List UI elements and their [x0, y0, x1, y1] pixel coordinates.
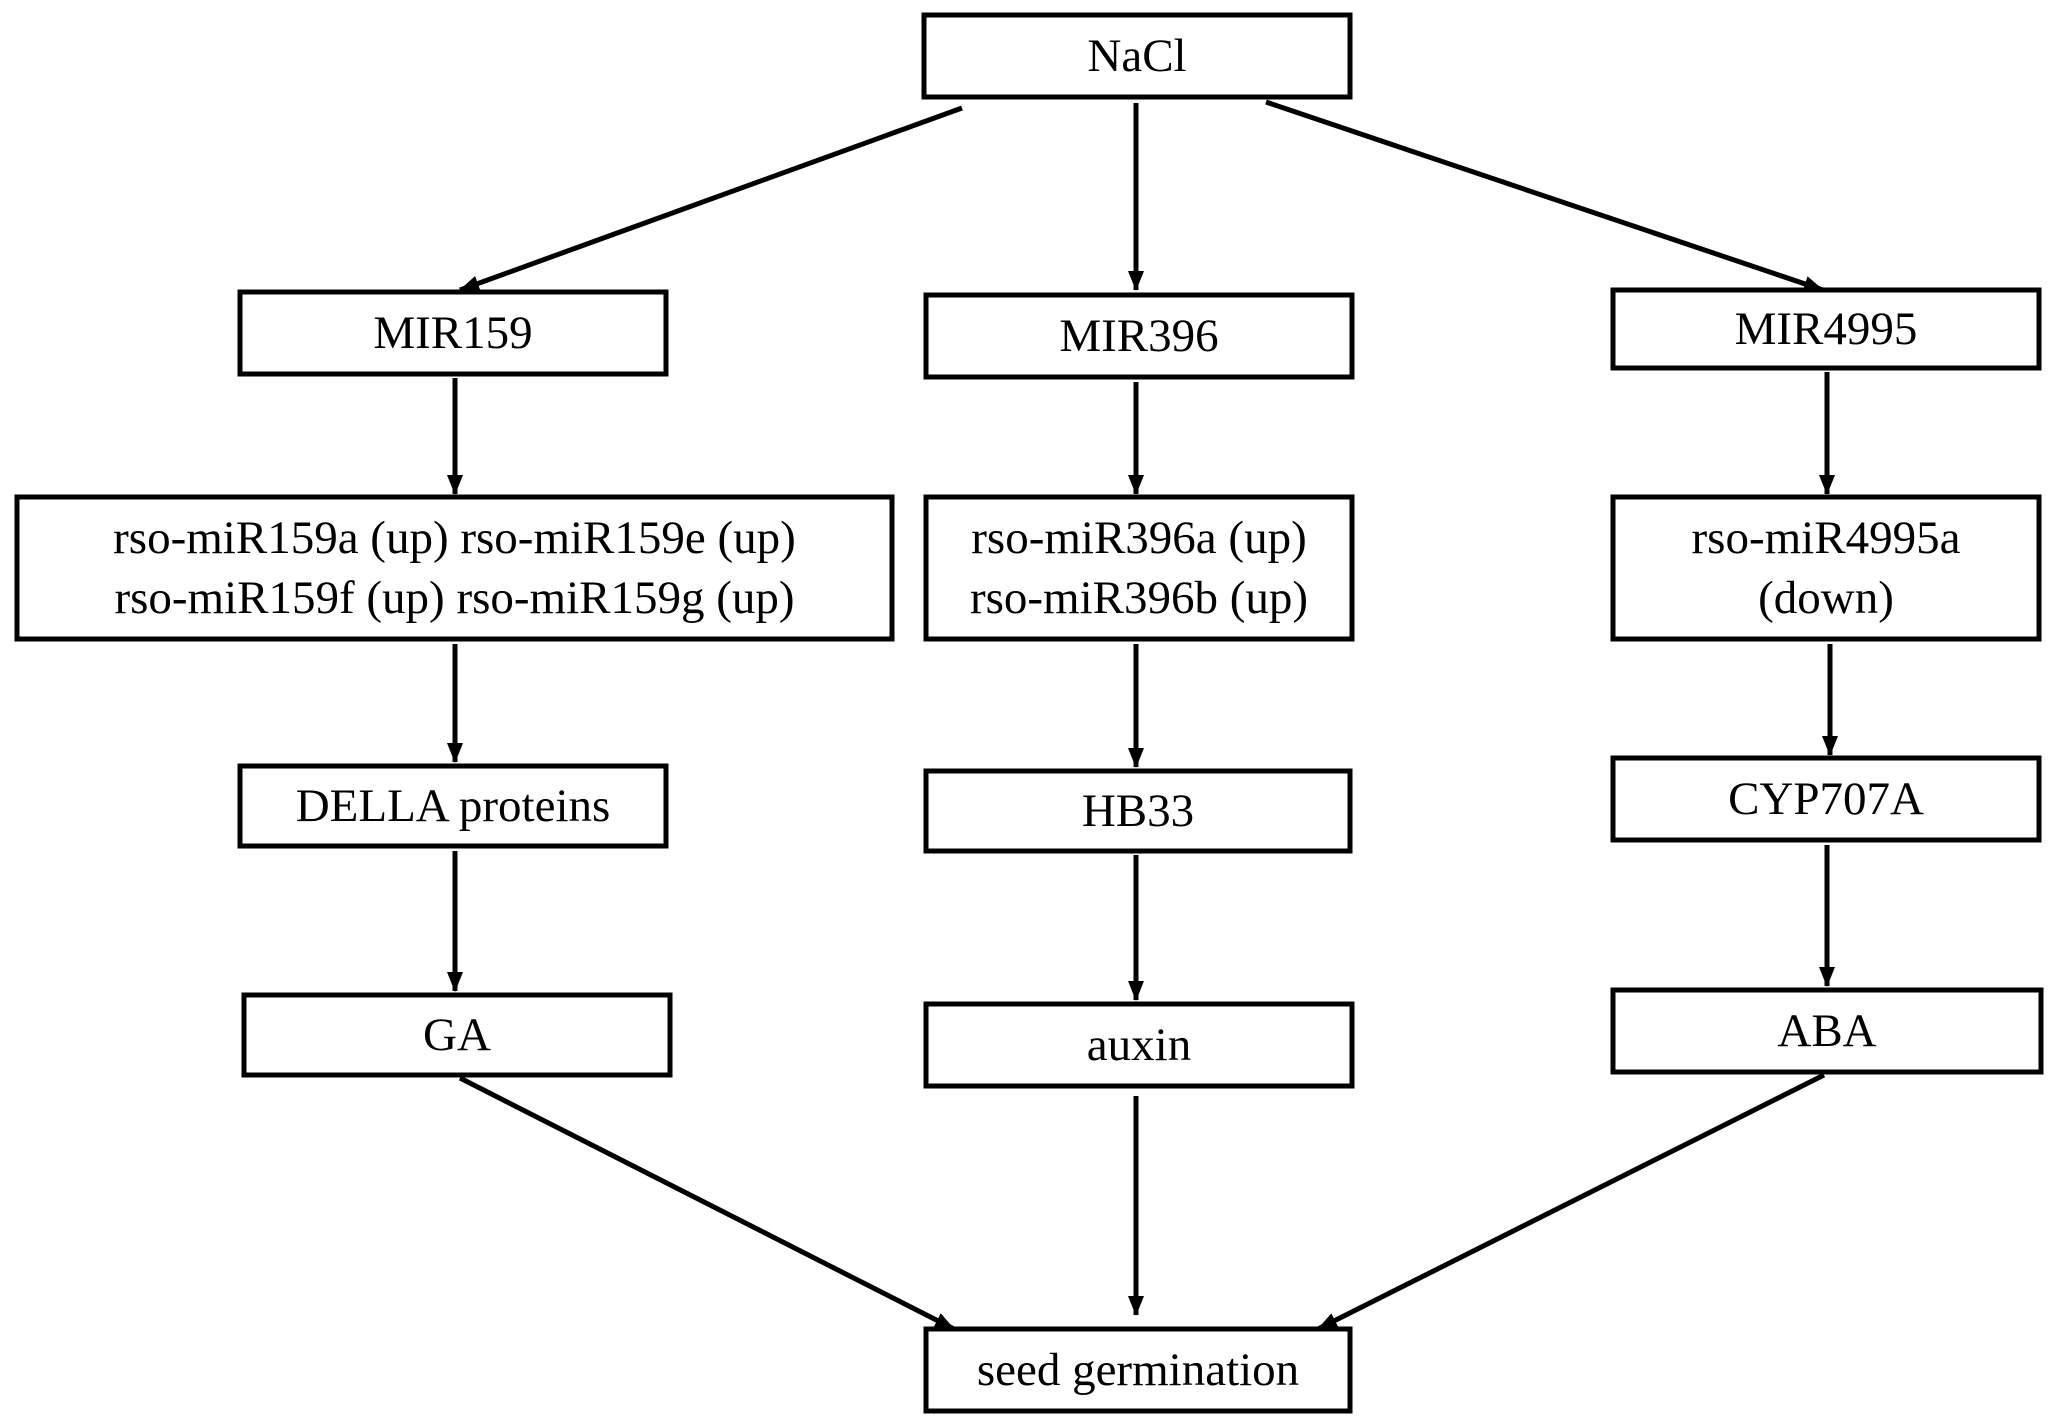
node-box [1610, 755, 2042, 843]
node-label: MIR4995 [1735, 303, 1918, 355]
node-hb33: HB33 [923, 768, 1353, 854]
node-box [1610, 987, 2044, 1075]
node-nacl: NaCl [921, 12, 1353, 100]
arrow-line [458, 1075, 956, 1332]
node-label: seed germination [977, 1344, 1299, 1396]
node-label: rso-miR396a (up) [971, 512, 1306, 564]
node-mir159-members: rso-miR159a (up) rso-miR159e (up) rso-miR… [14, 494, 895, 642]
node-label: NaCl [1087, 30, 1186, 82]
node-label: auxin [1087, 1019, 1191, 1071]
node-label: DELLA proteins [296, 780, 611, 832]
node-label: GA [423, 1009, 491, 1061]
node-auxin: auxin [923, 1001, 1355, 1089]
node-cyp707a: CYP707A [1610, 755, 2042, 843]
node-mir4995: MIR4995 [1610, 287, 2042, 371]
arrow-line [1265, 99, 1824, 293]
arrow-nacl-to-mir4995 [1265, 99, 1824, 293]
node-label: MIR159 [373, 307, 532, 359]
node-box [237, 763, 669, 849]
node-box [923, 292, 1355, 380]
arrow-line [1316, 1072, 1826, 1332]
node-box [923, 1001, 1355, 1089]
node-mir396-members: rso-miR396a (up) rso-miR396b (up) [923, 494, 1355, 642]
node-label: MIR396 [1059, 310, 1218, 362]
edges-layer [447, 99, 1838, 1332]
node-box [921, 12, 1353, 100]
arrow-ga-to-seed-germination [458, 1075, 956, 1332]
node-box [1610, 494, 2042, 642]
node-label: (down) [1758, 572, 1894, 624]
node-box [923, 494, 1355, 642]
node-seed-germination: seed germination [923, 1326, 1353, 1414]
node-mir4995-members: rso-miR4995a (down) [1610, 494, 2042, 642]
arrow-aba-to-seed-germination [1316, 1072, 1826, 1332]
node-aba: ABA [1610, 987, 2044, 1075]
node-label: HB33 [1082, 785, 1194, 837]
node-label: rso-miR4995a [1692, 512, 1961, 564]
node-label: ABA [1777, 1005, 1876, 1057]
node-box [237, 289, 669, 377]
node-ga: GA [241, 992, 673, 1078]
arrow-nacl-to-mir159 [459, 105, 963, 293]
arrow-line [459, 105, 963, 293]
node-mir159: MIR159 [237, 289, 669, 377]
node-label: rso-miR396b (up) [970, 572, 1308, 624]
node-box [923, 768, 1353, 854]
node-label: CYP707A [1728, 773, 1924, 825]
node-box [14, 494, 895, 642]
node-label: rso-miR159f (up) rso-miR159g (up) [114, 572, 794, 624]
node-box [1610, 287, 2042, 371]
node-della: DELLA proteins [237, 763, 669, 849]
node-box [241, 992, 673, 1078]
node-mir396: MIR396 [923, 292, 1355, 380]
node-label: rso-miR159a (up) rso-miR159e (up) [113, 512, 796, 564]
node-box [923, 1326, 1353, 1414]
